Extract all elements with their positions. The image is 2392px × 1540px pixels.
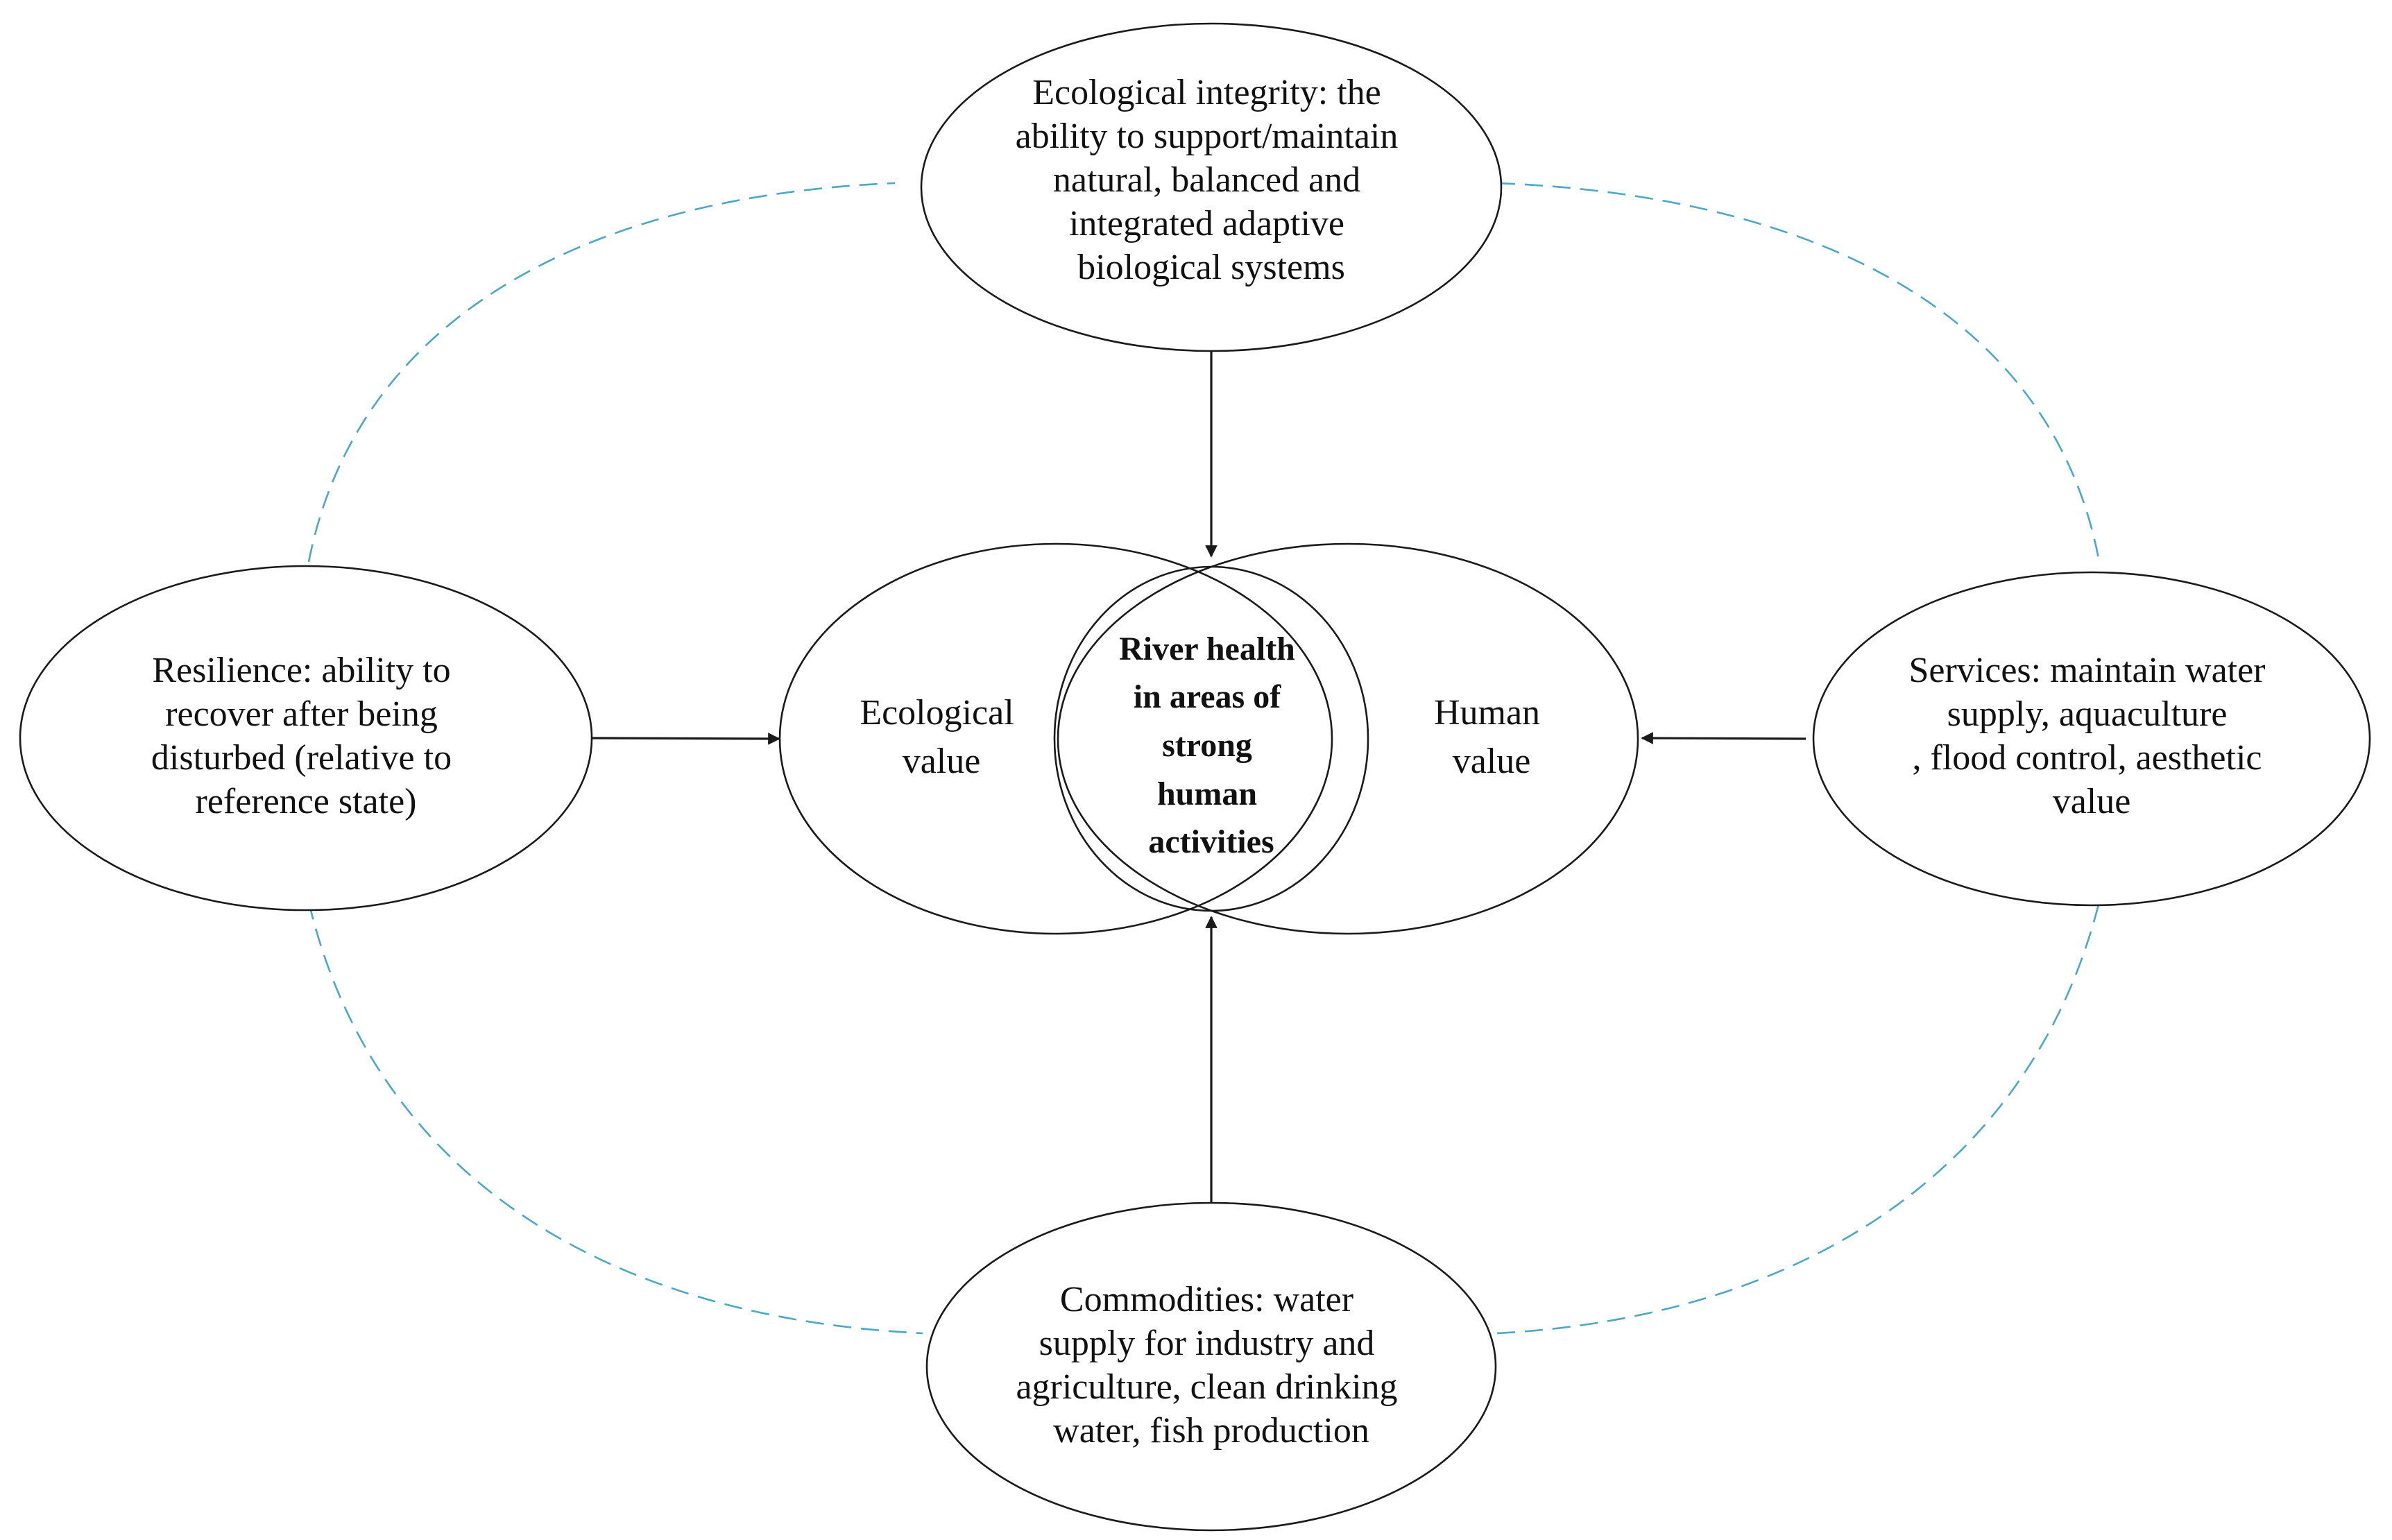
human-value-text: Human value: [1434, 693, 1549, 781]
ecological-integrity-line: natural, balanced and: [1053, 160, 1360, 200]
dashed-connector-bottom-left: [307, 901, 923, 1335]
commodities-line: agriculture, clean drinking: [1016, 1367, 1397, 1407]
commodities-line: Commodities: water: [1060, 1280, 1353, 1319]
services-line: Services: maintain water: [1908, 651, 2265, 690]
river-health-line: in areas of: [1134, 678, 1281, 715]
services-line: , flood control, aesthetic: [1913, 738, 2262, 778]
ecological-value-line: Ecological: [860, 693, 1014, 733]
dashed-connectors: [307, 182, 2101, 1335]
ecological-integrity-line: integrated adaptive: [1069, 204, 1344, 243]
resilience-line: reference state): [196, 782, 417, 821]
resilience-text: Resilience: ability to recover after bei…: [151, 651, 461, 821]
ecological-integrity-line: biological systems: [1077, 248, 1345, 287]
services-line: value: [2053, 782, 2131, 821]
resilience-line: recover after being: [165, 694, 438, 734]
ecological-value-text: Ecological value: [860, 693, 1023, 781]
human-value-line: value: [1453, 742, 1531, 781]
services-ellipse: [1812, 571, 2371, 907]
resilience-line: Resilience: ability to: [152, 651, 450, 690]
commodities-line: water, fish production: [1053, 1411, 1369, 1451]
ecological-integrity-text: Ecological integrity: the ability to sup…: [1016, 73, 1408, 287]
arrow-services-to-human: [1641, 732, 1806, 744]
arrow-resilience-to-ecological: [591, 733, 780, 745]
river-health-text: River health in areas of strong human ac…: [1119, 631, 1304, 860]
ecological-integrity-line: ability to support/maintain: [1016, 117, 1399, 156]
river-health-line: activities: [1148, 823, 1274, 860]
river-health-line: River health: [1119, 631, 1295, 667]
dashed-connector-bottom-right: [1496, 901, 2101, 1335]
river-health-line: strong: [1162, 727, 1252, 764]
river-health-ellipse: [1053, 565, 1369, 912]
resilience-line: disturbed (relative to: [151, 738, 452, 778]
river-health-line: human: [1157, 776, 1257, 812]
commodities-line: supply for industry and: [1039, 1324, 1375, 1363]
ecological-integrity-ellipse: [920, 22, 1503, 352]
dashed-connector-top-right: [1496, 182, 2101, 563]
services-line: supply, aquaculture: [1947, 694, 2228, 734]
ecological-value-ellipse: [778, 542, 1333, 935]
arrows: [591, 350, 1806, 1203]
ecological-integrity-line: Ecological integrity: the: [1032, 73, 1381, 112]
dashed-connector-top-left: [307, 182, 896, 563]
services-text: Services: maintain water supply, aquacul…: [1908, 651, 2274, 821]
ecological-value-line: value: [903, 742, 981, 781]
human-value-line: Human: [1434, 693, 1540, 733]
commodities-text: Commodities: water supply for industry a…: [1016, 1280, 1406, 1451]
commodities-ellipse: [925, 1201, 1497, 1532]
resilience-ellipse: [19, 565, 593, 912]
human-value-ellipse: [1057, 542, 1639, 935]
